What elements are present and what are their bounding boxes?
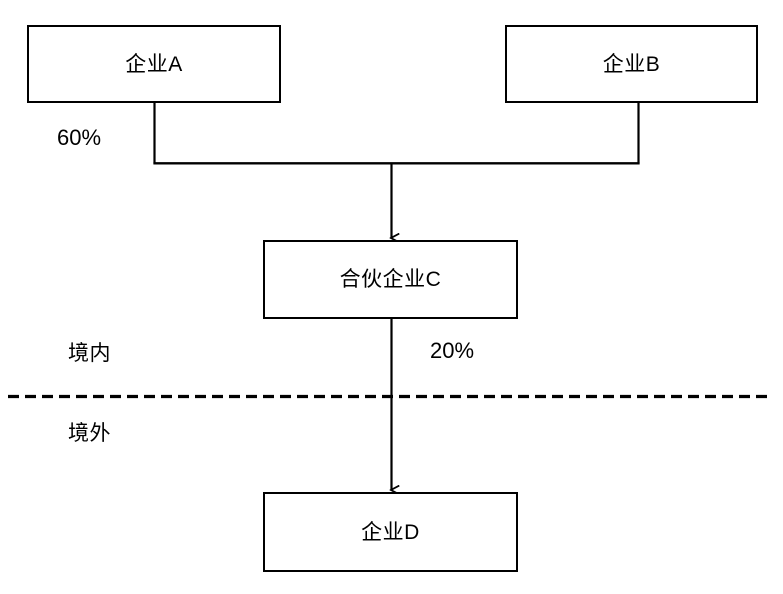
zone-label-onshore: 境内: [68, 342, 111, 365]
node-enterprise-d[interactable]: 企业D: [263, 492, 518, 572]
node-enterprise-a-label: 企业A: [125, 52, 183, 76]
node-enterprise-b[interactable]: 企业B: [505, 25, 758, 103]
node-enterprise-b-label: 企业B: [602, 52, 661, 76]
edge-label-ownership-60: 60%: [57, 125, 102, 150]
node-partnership-c-label: 合伙企业C: [339, 268, 442, 291]
node-enterprise-d-label: 企业D: [361, 520, 420, 544]
zone-label-offshore: 境外: [68, 422, 111, 445]
node-partnership-c[interactable]: 合伙企业C: [263, 240, 518, 319]
edge-label-ownership-20: 20%: [430, 338, 475, 363]
node-enterprise-a[interactable]: 企业A: [27, 25, 281, 103]
